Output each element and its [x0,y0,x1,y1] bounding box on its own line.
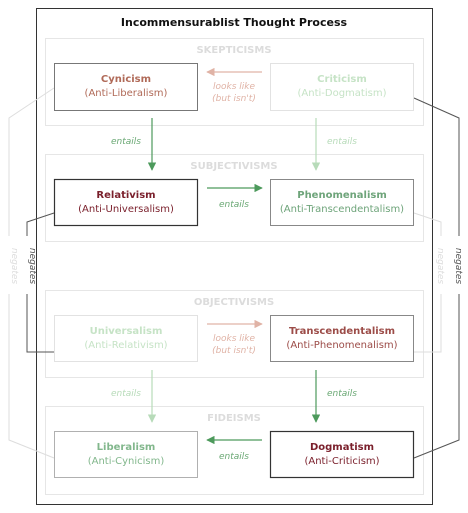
group-label-subjectivisms: SUBJECTIVISMS [190,161,277,172]
node-phenomenalism-sub: (Anti-Transcendentalism) [280,204,404,215]
group-box-skepticisms [45,38,424,126]
node-universalism-name: Universalism [90,326,163,337]
node-transcendentalism-name: Transcendentalism [289,326,395,337]
edge-label-entails-6: entails [219,452,249,462]
diagram-title: Incommensurablist Thought Process [121,16,348,29]
node-transcendentalism-sub: (Anti-Phenomenalism) [286,340,397,351]
edge-label-entails-3: entails [219,200,249,210]
negates-label-outer-right: negates [453,248,463,285]
negates-label-bg-3 [436,236,446,294]
node-liberalism-name: Liberalism [97,442,156,453]
node-phenomenalism-name: Phenomenalism [297,190,387,201]
node-universalism [54,315,198,362]
node-relativism [53,178,199,227]
node-cynicism-sub: (Anti-Liberalism) [85,88,168,99]
negates-label-bg-2 [22,236,32,294]
node-criticism-sub: (Anti-Dogmatism) [298,88,387,99]
edge-label-looks-like-mid-2: (but isn't) [212,346,256,356]
group-label-fideisms: FIDEISMS [207,413,261,424]
edge-label-looks-like-mid-1: looks like [213,334,255,344]
edge-label-entails-5: entails [327,389,357,399]
node-relativism-sub: (Anti-Universalism) [78,204,174,215]
negates-label-outer-left: negates [9,248,19,285]
node-cynicism-name: Cynicism [101,74,151,85]
edge-label-looks-like-top-1: looks like [213,82,255,92]
group-box-subjectivisms [45,154,424,242]
edge-label-looks-like-top-2: (but isn't) [212,94,256,104]
edge-label-entails-1: entails [111,137,141,147]
node-transcendentalism [270,315,414,362]
node-dogmatism-sub: (Anti-Criticism) [304,456,379,467]
node-criticism [270,63,414,111]
group-box-fideisms [45,406,424,495]
node-liberalism-sub: (Anti-Cynicism) [88,456,165,467]
edge-label-entails-4: entails [111,389,141,399]
node-phenomenalism [270,179,414,226]
node-dogmatism-name: Dogmatism [310,442,374,453]
edge-label-entails-2: entails [327,137,357,147]
negates-label-inner-right: negates [435,248,445,285]
group-label-objectivisms: OBJECTIVISMS [194,297,274,308]
node-criticism-name: Criticism [317,74,367,85]
node-dogmatism [269,430,415,479]
group-box-objectivisms [45,290,424,378]
negates-label-inner-left: negates [27,248,37,285]
node-cynicism [54,63,198,111]
node-relativism-name: Relativism [96,190,155,201]
node-universalism-sub: (Anti-Relativism) [84,340,167,351]
negates-label-bg-1 [4,236,14,294]
node-liberalism [54,431,198,478]
negates-label-bg-4 [454,236,464,294]
group-label-skepticisms: SKEPTICISMS [196,45,271,56]
